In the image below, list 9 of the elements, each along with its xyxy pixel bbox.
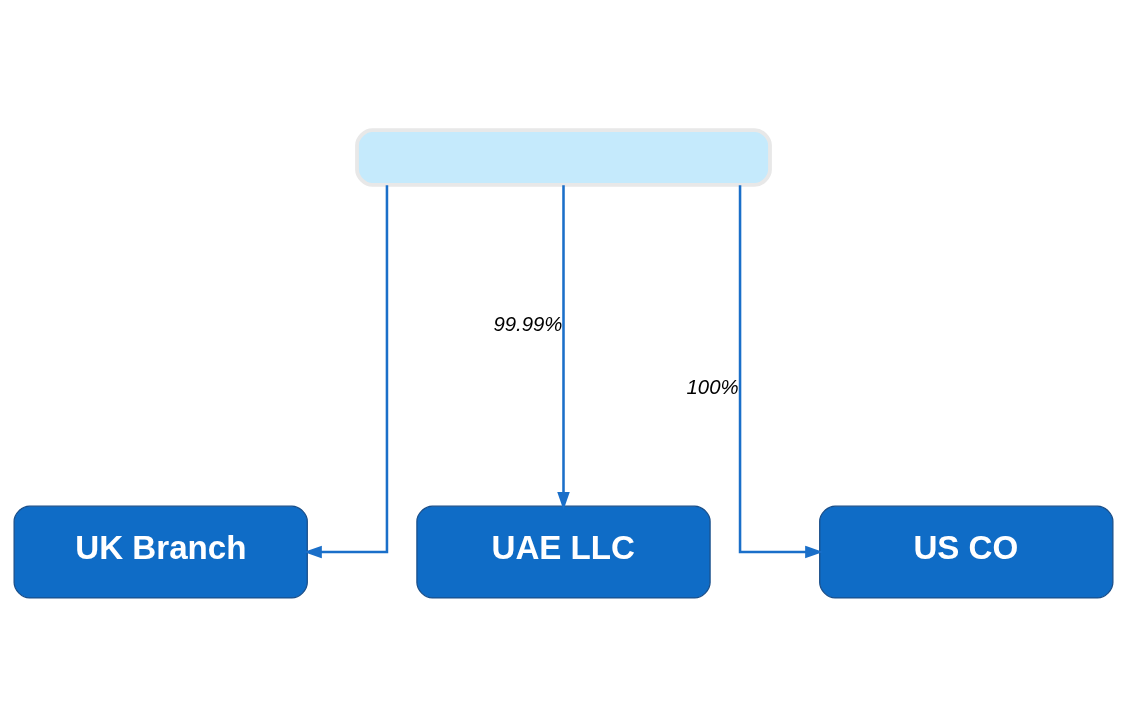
arrow bbox=[738, 184, 824, 558]
node-box: UAE LLC bbox=[416, 505, 711, 599]
node-box bbox=[355, 127, 772, 187]
arrow bbox=[303, 184, 389, 558]
node-box: UK Branch bbox=[13, 505, 308, 599]
edge-label: 100% bbox=[686, 375, 739, 398]
node-box: US CO bbox=[819, 505, 1114, 599]
arrow bbox=[557, 184, 570, 510]
edge-label: 99.99% bbox=[493, 312, 563, 335]
